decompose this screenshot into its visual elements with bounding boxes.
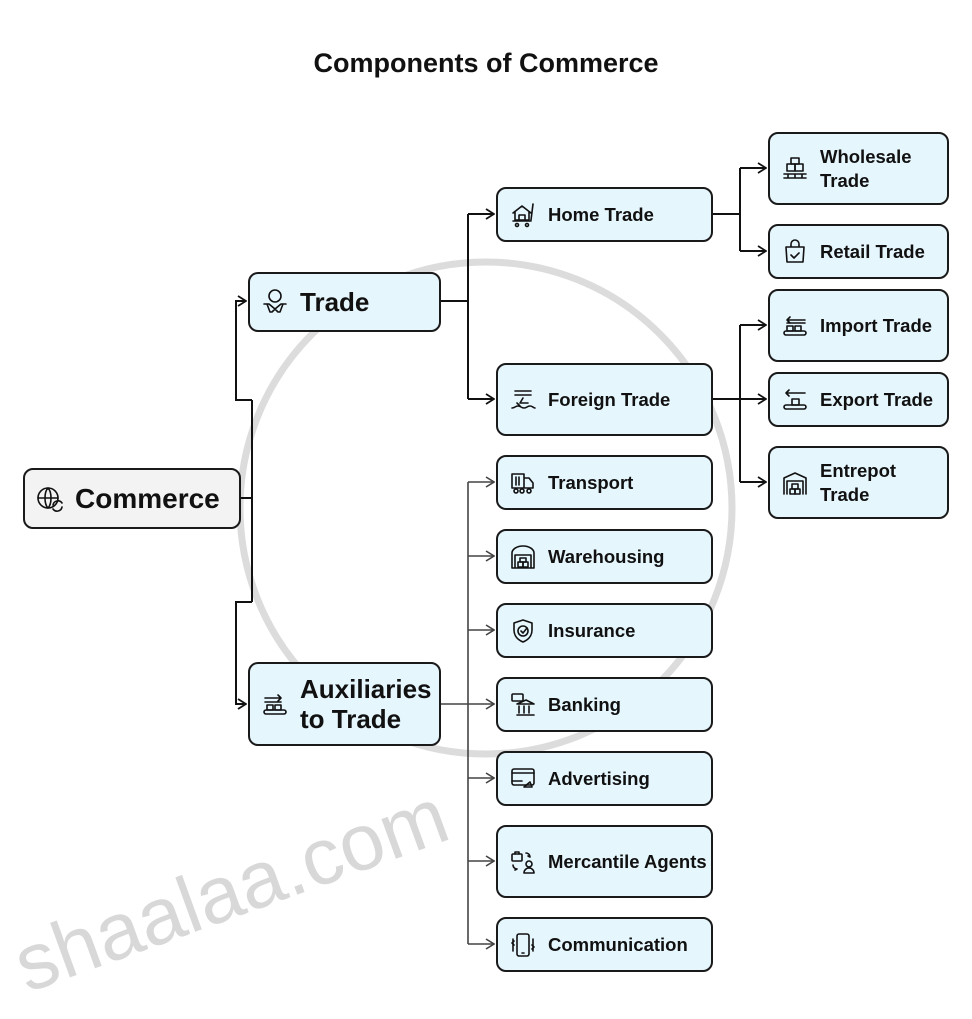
node-commerce[interactable]: Commerce (23, 468, 241, 529)
node-import-trade[interactable]: Import Trade (768, 289, 949, 362)
node-label: Transport (548, 471, 634, 493)
node-communication[interactable]: Communication (496, 917, 713, 972)
node-export-trade[interactable]: Export Trade (768, 372, 949, 427)
node-label: Mercantile Agents (548, 850, 707, 872)
node-label: Advertising (548, 767, 650, 789)
bank-icon (508, 690, 538, 720)
shopping-bag-icon (780, 237, 810, 267)
handshake-globe-icon (260, 287, 290, 317)
node-home-trade[interactable]: Home Trade (496, 187, 713, 242)
node-advertising[interactable]: Advertising (496, 751, 713, 806)
ship-icon (508, 385, 538, 415)
warehouse-icon (508, 542, 538, 572)
node-label: Wholesale Trade (820, 145, 912, 191)
boxes-pallet-icon (780, 154, 810, 184)
warehouse-box-icon (780, 468, 810, 498)
agent-briefcase-icon (508, 847, 538, 877)
import-conveyor-icon (780, 311, 810, 341)
node-label: Foreign Trade (548, 388, 671, 410)
node-label: Entrepot Trade (820, 459, 897, 505)
node-label: Insurance (548, 619, 636, 641)
export-conveyor-icon (780, 385, 810, 415)
node-wholesale-trade[interactable]: Wholesale Trade (768, 132, 949, 205)
node-label: Banking (548, 693, 621, 715)
node-insurance[interactable]: Insurance (496, 603, 713, 658)
home-cart-icon (508, 200, 538, 230)
node-entrepot-trade[interactable]: Entrepot Trade (768, 446, 949, 519)
node-label: Retail Trade (820, 240, 925, 262)
node-label: Warehousing (548, 545, 665, 567)
node-mercantile-agents[interactable]: Mercantile Agents (496, 825, 713, 898)
node-transport[interactable]: Transport (496, 455, 713, 510)
phone-icon (508, 930, 538, 960)
node-label: Auxiliaries to Trade (300, 674, 432, 734)
node-foreign-trade[interactable]: Foreign Trade (496, 363, 713, 436)
node-trade[interactable]: Trade (248, 272, 441, 332)
node-label: Commerce (75, 482, 220, 514)
conveyor-arrow-icon (260, 689, 290, 719)
diagram-title: Components of Commerce (313, 48, 659, 78)
node-label: Trade (300, 287, 370, 317)
node-auxiliaries-to-trade[interactable]: Auxiliaries to Trade (248, 662, 441, 746)
node-warehousing[interactable]: Warehousing (496, 529, 713, 584)
node-label: Communication (548, 933, 688, 955)
node-retail-trade[interactable]: Retail Trade (768, 224, 949, 279)
globe-exchange-icon (35, 484, 65, 514)
node-label: Home Trade (548, 203, 654, 225)
node-banking[interactable]: Banking (496, 677, 713, 732)
node-label: Export Trade (820, 388, 934, 410)
billboard-megaphone-icon (508, 764, 538, 794)
truck-icon (508, 468, 538, 498)
node-label: Import Trade (820, 314, 933, 336)
shield-check-icon (508, 616, 538, 646)
